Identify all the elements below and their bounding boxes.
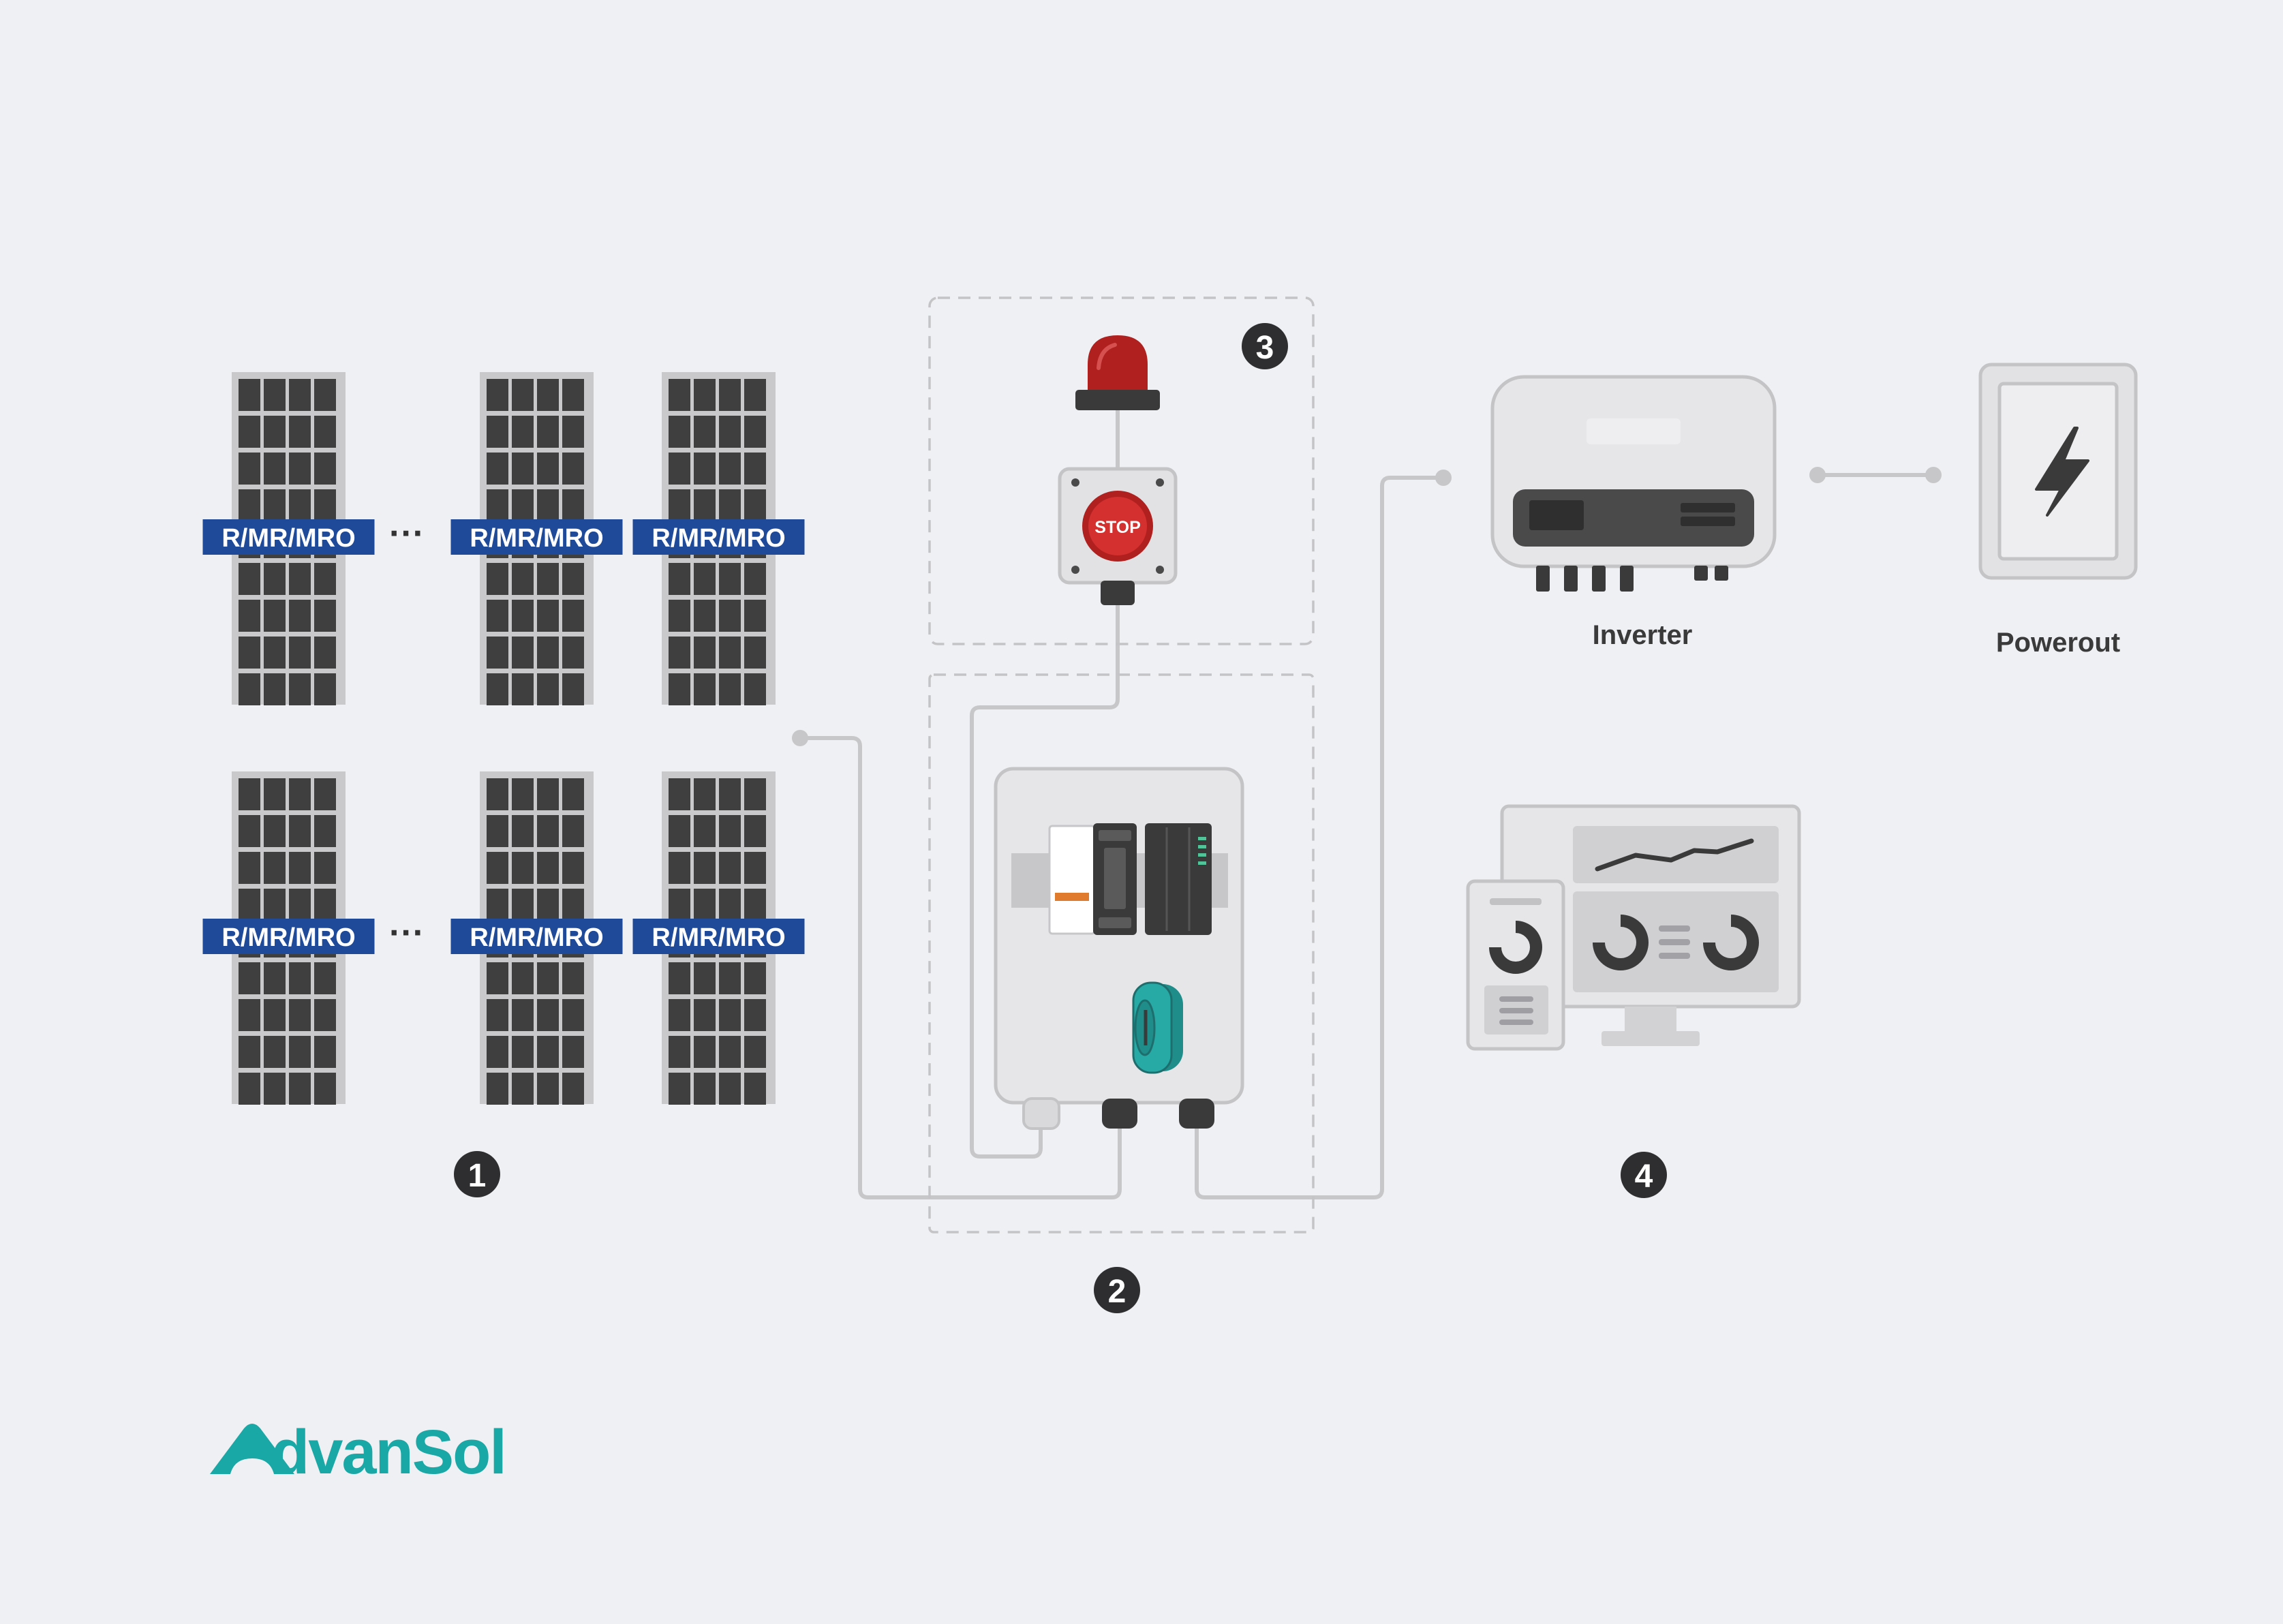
cable-gland-mid [1102,1099,1137,1129]
wire-endpoint-powerout [1925,467,1942,483]
solar-panel-array: R/MR/MRO R/MR/MRO R/MR/MRO R/MR/MRO R/MR/MRO… [202,372,805,1105]
solar-panel: R/MR/MRO [202,372,375,705]
controller-module [1145,823,1212,935]
combiner-box [994,767,1244,1130]
panel-label-badge [450,519,623,555]
wire-endpoint-inverter-out [1809,467,1826,483]
cable-gland-left [1022,1097,1060,1130]
panel-label: R/MR/MRO [652,923,785,952]
panel-label: R/MR/MRO [221,524,355,553]
panel-label-badge [632,919,805,954]
solar-panel: R/MR/MRO [632,771,805,1105]
lightning-bolt-icon [2035,427,2089,517]
step-badge-1: 1 [454,1151,500,1197]
panel-label-badge [202,919,375,954]
emergency-stop-button[interactable]: STOP [1058,467,1178,605]
logo-text: dvanSol [271,1418,506,1487]
step-number-3: 3 [1256,330,1274,366]
wire-panels-to-box [798,736,1122,1199]
solar-panel: R/MR/MRO [202,771,375,1105]
panel-label: R/MR/MRO [221,923,355,952]
step-number-2: 2 [1108,1274,1127,1310]
cable-gland-right [1179,1099,1214,1129]
step-badge-2: 2 [1094,1267,1140,1313]
wire-endpoint-panels [792,730,808,746]
powerout-icon [1978,363,2138,580]
monitoring-dashboard-icon [1466,804,1801,1051]
panel-label-badge [632,519,805,555]
panel-ellipsis-top: ··· [389,514,425,553]
step-number-4: 4 [1635,1159,1653,1195]
combiner-box-zone [928,673,1315,1234]
panel-label-badge [202,519,375,555]
wire-endpoint-inverter [1435,470,1452,486]
panel-ellipsis-bottom: ··· [389,913,425,953]
advansol-logo: dvanSol [210,1418,507,1487]
step-badge-4: 4 [1621,1152,1667,1198]
solar-panel: R/MR/MRO [450,372,623,705]
step-number-1: 1 [468,1158,487,1194]
panel-label-badge [450,919,623,954]
inverter-label: Inverter [1593,620,1693,650]
emergency-stop-zone [928,296,1315,645]
wire-stop-to-box [970,603,1120,1159]
step-badge-3: 3 [1242,323,1288,369]
stop-label: STOP [1094,518,1141,537]
panel-label: R/MR/MRO [470,524,603,553]
wire-box-to-inverter [1195,476,1445,1199]
warning-beacon-icon [1075,335,1160,410]
current-sensor-icon [1132,981,1183,1074]
inverter-icon [1490,375,1777,592]
panel-label: R/MR/MRO [652,524,785,553]
fuse-module [1048,825,1096,935]
powerout-label: Powerout [1996,628,2120,658]
solar-panel: R/MR/MRO [632,372,805,705]
panel-label: R/MR/MRO [470,923,603,952]
solar-panel: R/MR/MRO [450,771,623,1105]
